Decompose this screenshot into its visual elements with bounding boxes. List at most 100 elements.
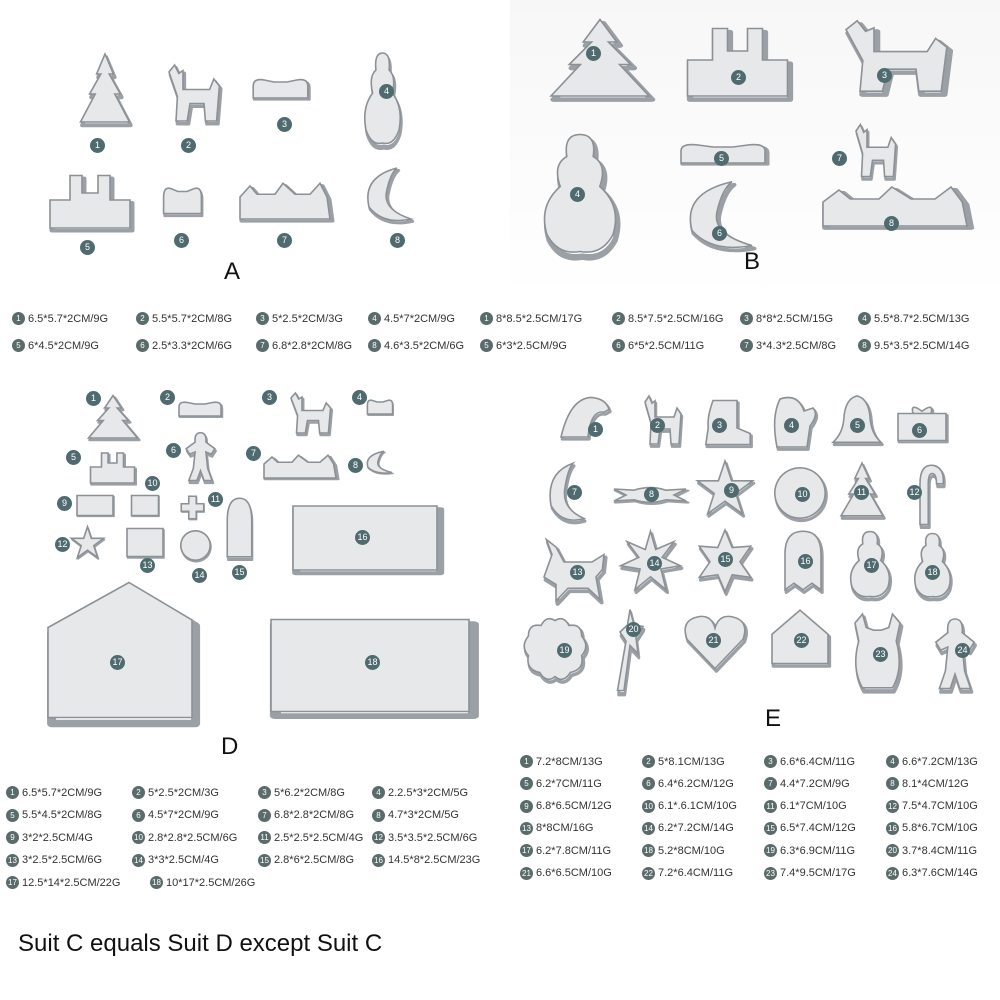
cutter-e-9-badge: 9 bbox=[724, 483, 739, 498]
panel-b-letter: B bbox=[744, 248, 761, 275]
spec-number-badge: 5 bbox=[6, 808, 19, 822]
spec-text: 2.2.5*3*2CM/5G bbox=[388, 786, 469, 799]
spec-number-badge: 16 bbox=[372, 853, 385, 867]
spec-number-badge: 18 bbox=[642, 844, 655, 858]
cutter-e-17-badge: 17 bbox=[864, 558, 879, 573]
spec-number-badge: 22 bbox=[642, 866, 655, 880]
cutter-a-1 bbox=[70, 50, 140, 130]
cutter-b-1-badge: 1 bbox=[586, 46, 601, 61]
spec-text: 2.5*2.5*2.5CM/4G bbox=[274, 831, 364, 844]
cutter-e-15-badge: 15 bbox=[718, 552, 733, 567]
cutter-e-20-badge: 20 bbox=[626, 622, 641, 637]
spec-text: 6.8*2.8*2CM/8G bbox=[272, 339, 353, 352]
cutter-e-8-badge: 8 bbox=[644, 487, 659, 502]
cutter-d-15-badge: 15 bbox=[232, 565, 247, 580]
cutter-b-3-badge: 3 bbox=[877, 68, 892, 83]
spec-number-badge: 2 bbox=[132, 786, 145, 799]
spec-number-badge: 11 bbox=[764, 799, 777, 813]
spec-number-badge: 5 bbox=[480, 339, 493, 352]
cutter-b-1 bbox=[530, 15, 670, 105]
cutter-e-24-badge: 24 bbox=[955, 643, 970, 658]
panel-a bbox=[0, 0, 510, 300]
panel-a-photo bbox=[0, 0, 510, 300]
spec-text: 6.2*7CM/11G bbox=[536, 777, 602, 790]
spec-number-badge: 3 bbox=[764, 755, 777, 768]
spec-number-badge: 6 bbox=[136, 339, 149, 352]
cutter-d-16-badge: 16 bbox=[355, 530, 370, 545]
cutter-e-5-badge: 5 bbox=[850, 418, 865, 433]
cutter-a-2 bbox=[155, 58, 225, 128]
spec-number-badge: 3 bbox=[258, 786, 271, 799]
spec-number-badge: 12 bbox=[372, 831, 385, 844]
spec-number-badge: 13 bbox=[6, 853, 19, 867]
spec-text: 5*6.2*2CM/8G bbox=[274, 786, 345, 799]
spec-number-badge: 13 bbox=[520, 821, 533, 835]
spec-number-badge: 21 bbox=[520, 866, 533, 880]
spec-text: 6.4*6.2CM/12G bbox=[658, 777, 734, 790]
spec-number-badge: 10 bbox=[132, 831, 145, 844]
cutter-d-2-badge: 2 bbox=[160, 390, 175, 405]
spec-number-badge: 14 bbox=[642, 821, 655, 835]
cutter-b-8-badge: 8 bbox=[884, 216, 899, 231]
spec-text: 6*4.5*2CM/9G bbox=[28, 339, 99, 352]
cutter-e-12-badge: 12 bbox=[907, 485, 922, 500]
spec-text: 5.5*4.5*2CM/8G bbox=[22, 809, 103, 821]
spec-text: 6.3*7.6CM/14G bbox=[902, 867, 978, 879]
spec-text: 3*2*2.5CM/4G bbox=[22, 831, 93, 844]
cutter-d-9 bbox=[75, 493, 115, 518]
spec-text: 2.8*2.8*2.5CM/6G bbox=[148, 831, 238, 844]
spec-text: 8.5*7.5*2.5CM/16G bbox=[628, 312, 724, 325]
cutter-a-4-badge: 4 bbox=[379, 84, 394, 99]
cutter-e-1 bbox=[555, 393, 615, 448]
spec-number-badge: 7 bbox=[256, 339, 269, 352]
cutter-a-6-badge: 6 bbox=[174, 233, 189, 248]
spec-text: 6.8*6.5CM/12G bbox=[536, 800, 612, 813]
spec-number-badge: 12 bbox=[886, 799, 899, 813]
spec-text: 6.3*6.9CM/11G bbox=[780, 844, 856, 857]
cutter-d-17 bbox=[30, 575, 210, 728]
cutter-d-15 bbox=[222, 495, 257, 561]
spec-text: 5.2*8CM/10G bbox=[658, 844, 725, 857]
cutter-e-12 bbox=[898, 460, 953, 530]
cutter-e-7-badge: 7 bbox=[567, 485, 582, 500]
cutter-e-18-badge: 18 bbox=[925, 565, 940, 580]
cutter-b-6-badge: 6 bbox=[712, 226, 727, 241]
spec-text: 5.8*6.7CM/10G bbox=[902, 822, 978, 835]
cutter-e-1-badge: 1 bbox=[588, 422, 603, 437]
spec-text: 6.1*.6.1CM/10G bbox=[658, 800, 737, 813]
spec-text: 6.6*6.5CM/10G bbox=[536, 867, 612, 879]
panel-a-letter: A bbox=[224, 258, 241, 285]
cutter-d-2 bbox=[175, 395, 225, 425]
cutter-e-19-badge: 19 bbox=[557, 643, 572, 658]
spec-text: 8*8*2.5CM/15G bbox=[756, 312, 834, 325]
spec-text: 5.5*5.7*2CM/8G bbox=[152, 312, 233, 325]
spec-number-badge: 1 bbox=[6, 786, 19, 799]
spec-text: 8*8CM/16G bbox=[536, 822, 594, 835]
spec-text: 2.5*3.3*2CM/6G bbox=[152, 339, 233, 352]
spec-text: 7.5*4.7CM/10G bbox=[902, 800, 978, 813]
cutter-b-6 bbox=[672, 178, 772, 253]
cutter-e-23-badge: 23 bbox=[873, 647, 888, 662]
spec-text: 10*17*2.5CM/26G bbox=[166, 876, 256, 889]
panel-d-letter: D bbox=[221, 733, 239, 760]
cutter-d-13-badge: 13 bbox=[140, 558, 155, 573]
